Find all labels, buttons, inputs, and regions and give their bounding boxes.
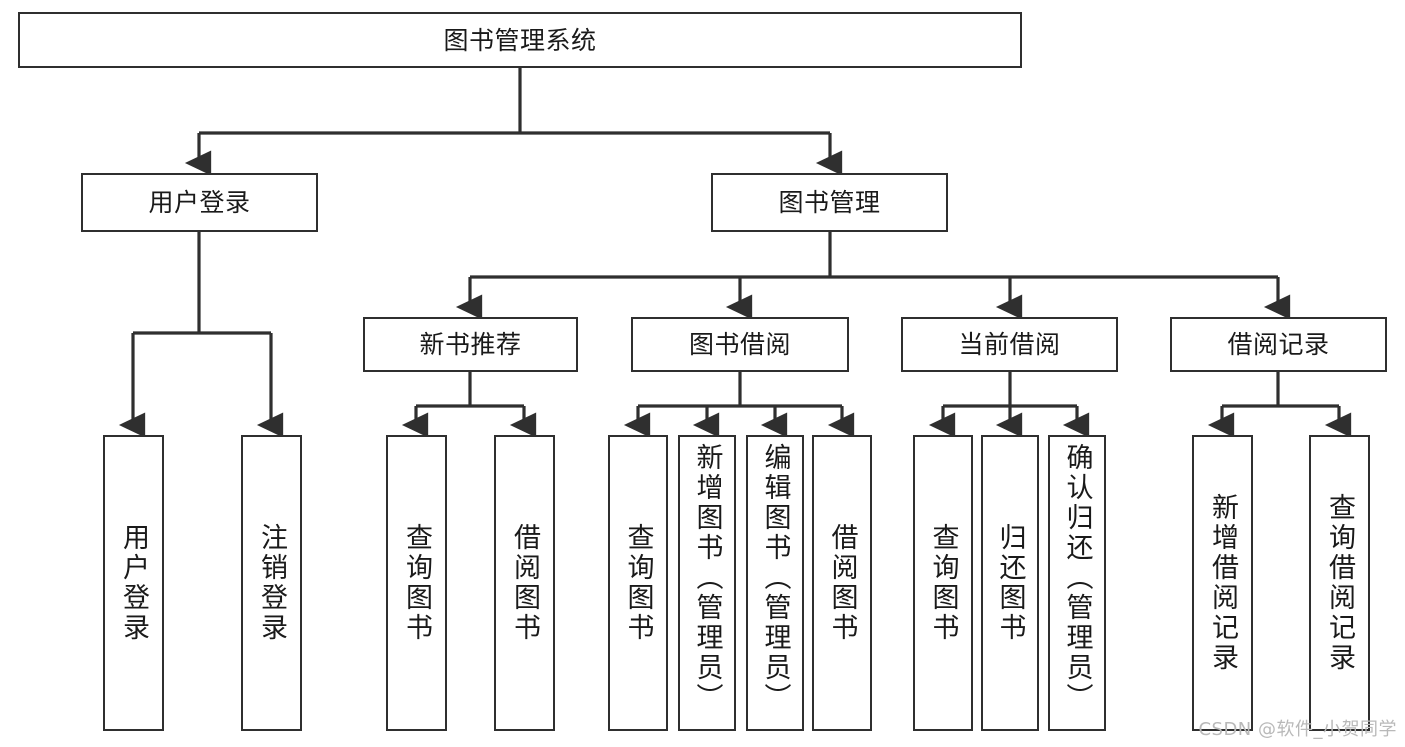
node-label: 注销登录 bbox=[256, 523, 287, 643]
node-label: 编辑图书（管理员） bbox=[759, 443, 791, 713]
leaf-user-logout[interactable]: 注销登录 bbox=[241, 435, 302, 731]
node-book-management[interactable]: 图书管理 bbox=[711, 173, 948, 232]
node-label: 借阅图书 bbox=[509, 523, 540, 643]
node-label: 查询借阅记录 bbox=[1324, 493, 1355, 673]
leaf-borrow-add-book-admin[interactable]: 新增图书（管理员） bbox=[678, 435, 736, 731]
leaf-record-add-record[interactable]: 新增借阅记录 bbox=[1192, 435, 1253, 731]
node-label: 新增图书（管理员） bbox=[691, 443, 723, 713]
leaf-current-query-book[interactable]: 查询图书 bbox=[913, 435, 973, 731]
node-label: 用户登录 bbox=[118, 523, 149, 643]
node-book-borrow[interactable]: 图书借阅 bbox=[631, 317, 849, 372]
node-label: 图书借阅 bbox=[688, 330, 791, 359]
node-label: 查询图书 bbox=[927, 523, 959, 643]
leaf-recommend-borrow-book[interactable]: 借阅图书 bbox=[494, 435, 555, 731]
node-label: 借阅图书 bbox=[826, 523, 858, 643]
node-label: 借阅记录 bbox=[1227, 330, 1330, 359]
node-label: 确认归还（管理员） bbox=[1061, 443, 1093, 713]
node-current-borrow[interactable]: 当前借阅 bbox=[901, 317, 1118, 372]
leaf-user-login[interactable]: 用户登录 bbox=[103, 435, 164, 731]
node-label: 当前借阅 bbox=[958, 330, 1061, 359]
node-label: 查询图书 bbox=[622, 523, 654, 643]
leaf-borrow-borrow-book[interactable]: 借阅图书 bbox=[812, 435, 872, 731]
node-label: 查询图书 bbox=[401, 523, 432, 643]
leaf-recommend-query-book[interactable]: 查询图书 bbox=[386, 435, 447, 731]
node-user-login[interactable]: 用户登录 bbox=[81, 173, 318, 232]
node-root-system[interactable]: 图书管理系统 bbox=[18, 12, 1022, 68]
node-label: 新书推荐 bbox=[419, 330, 522, 359]
node-borrow-record[interactable]: 借阅记录 bbox=[1170, 317, 1387, 372]
node-label: 图书管理 bbox=[778, 188, 881, 217]
leaf-current-confirm-return-admin[interactable]: 确认归还（管理员） bbox=[1048, 435, 1106, 731]
node-label: 用户登录 bbox=[148, 188, 251, 217]
node-label: 新增借阅记录 bbox=[1207, 493, 1238, 673]
leaf-borrow-edit-book-admin[interactable]: 编辑图书（管理员） bbox=[746, 435, 804, 731]
node-label: 归还图书 bbox=[994, 523, 1026, 643]
leaf-record-query-record[interactable]: 查询借阅记录 bbox=[1309, 435, 1370, 731]
node-new-book-recommend[interactable]: 新书推荐 bbox=[363, 317, 578, 372]
leaf-current-return-book[interactable]: 归还图书 bbox=[981, 435, 1039, 731]
leaf-borrow-query-book[interactable]: 查询图书 bbox=[608, 435, 668, 731]
node-label: 图书管理系统 bbox=[443, 25, 597, 55]
watermark: CSDN @软件_小贺同学 bbox=[1198, 719, 1397, 740]
